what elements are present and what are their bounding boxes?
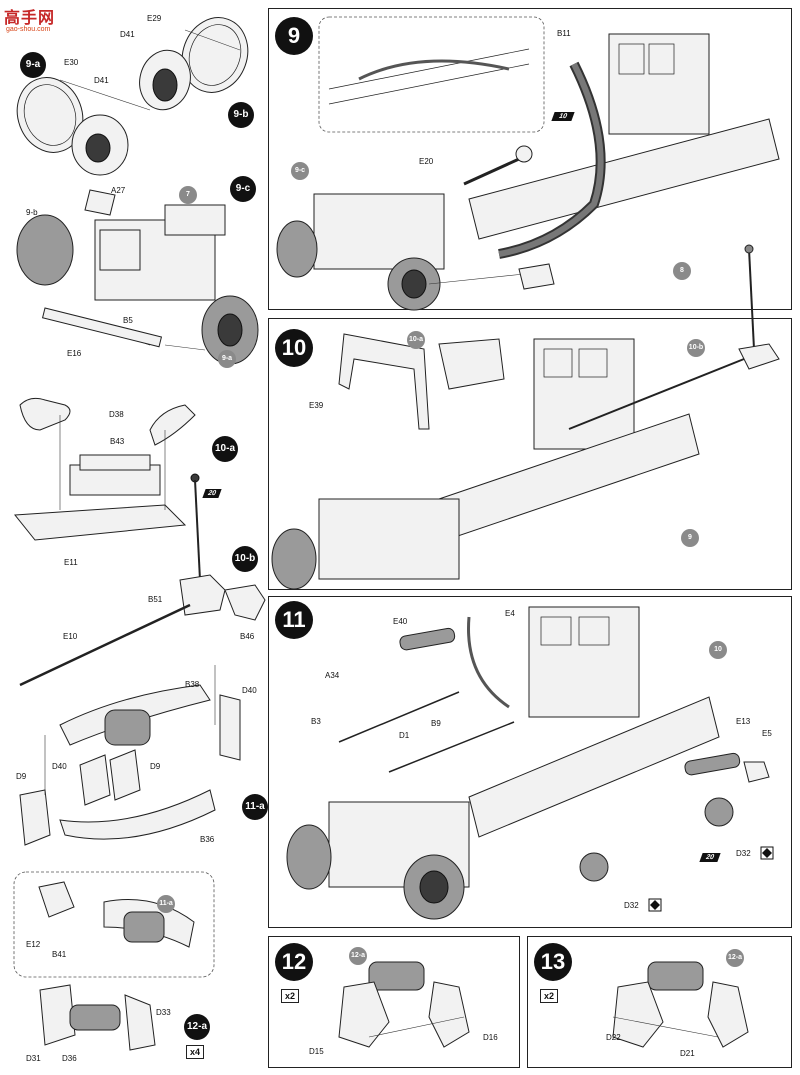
label-e40: E40	[393, 617, 408, 626]
label-b9: B9	[431, 719, 441, 728]
step-9-panel: 9 B11 E20 9-c 8 10	[268, 8, 792, 311]
label-e11: E11	[64, 558, 78, 567]
label-b51: B51	[148, 595, 163, 604]
label-d31: D31	[26, 1054, 41, 1063]
label-e39: E39	[309, 401, 324, 410]
arrow-ref-20-left: 20	[202, 489, 222, 498]
step-13-number: 13	[534, 943, 572, 981]
ref-9c: 9-c	[291, 162, 309, 180]
subassembly-9c-badge: 9-c	[230, 176, 256, 202]
lever-drawing-10b	[19, 473, 266, 687]
step-10-chassis-drawing	[271, 244, 780, 590]
ref-9a: 9-a	[218, 350, 236, 368]
label-d41-left: D41	[94, 76, 109, 85]
label-b11: B11	[557, 29, 571, 38]
label-e29: E29	[147, 14, 162, 23]
subassembly-9b-badge: 9-b	[228, 102, 254, 128]
ref-12a-step12: 12-a	[349, 947, 367, 965]
alignment-diamond-icon	[648, 898, 662, 912]
ref-8: 8	[673, 262, 691, 280]
arrow-ref-10: 10	[551, 112, 575, 121]
site-url: gao-shou.com	[6, 26, 51, 33]
label-e13: E13	[736, 717, 751, 726]
label-b46: B46	[240, 632, 255, 641]
label-d36: D36	[62, 1054, 77, 1063]
step-13-drawing	[612, 961, 749, 1048]
site-logo: 高手网	[4, 10, 56, 27]
step-9-number: 9	[275, 17, 313, 55]
step-12-panel: 12 x2 12-a D15 D16	[268, 936, 520, 1068]
bellows-drawing-12a	[39, 984, 156, 1051]
label-d15: D15	[309, 1047, 324, 1056]
step-12-drawing	[338, 961, 470, 1048]
subassembly-9a-badge: 9-a	[20, 52, 46, 78]
step-11-panel: 11 E40 E4 A34 B3 D1 B9 E13 E5 D32 D32 10…	[268, 596, 792, 928]
subassembly-10a-badge: 10-a	[212, 436, 238, 462]
label-e10: E10	[63, 632, 78, 641]
label-9b-ref: 9-b	[26, 208, 38, 217]
bracket-assembly-drawing-10a	[14, 397, 196, 541]
step-9-chassis-drawing	[276, 16, 780, 311]
ref-11a: 11-a	[157, 895, 175, 913]
label-a27: A27	[111, 186, 126, 195]
step-10-panel: 10 E39 10-a 10-b 9	[268, 244, 792, 590]
subassembly-10b-badge: 10-b	[232, 546, 258, 572]
subassembly-11a-preview	[13, 871, 215, 978]
label-d33: D33	[156, 1008, 171, 1017]
label-d21: D21	[680, 1049, 695, 1058]
ring-parts-drawing	[16, 17, 249, 176]
label-e4: E4	[505, 609, 515, 618]
label-d32-bottom: D32	[624, 901, 639, 910]
ref-10b: 10-b	[687, 339, 705, 357]
label-d41-top: D41	[120, 30, 135, 39]
ref-10a: 10-a	[407, 331, 425, 349]
label-d9-right: D9	[150, 762, 161, 771]
multiplier-13: x2	[540, 989, 559, 1003]
axle-assembly-drawing-11a	[19, 665, 241, 846]
label-b36: B36	[200, 835, 215, 844]
label-d40-left: D40	[52, 762, 67, 771]
label-b5: B5	[123, 316, 133, 325]
label-a34: A34	[325, 671, 340, 680]
label-e20: E20	[419, 157, 434, 166]
label-d16: D16	[483, 1033, 498, 1042]
label-d22: D22	[606, 1033, 621, 1042]
label-d1: D1	[399, 731, 410, 740]
ref-12a-step13: 12-a	[726, 949, 744, 967]
step-12-number: 12	[275, 943, 313, 981]
ref-10: 10	[709, 641, 727, 659]
label-d9-left: D9	[16, 772, 27, 781]
label-d38: D38	[109, 410, 124, 419]
label-d40-right: D40	[242, 686, 257, 695]
step-13-panel: 13 x2 12-a D22 D21	[527, 936, 792, 1068]
ref-step-7: 7	[179, 186, 197, 204]
multiplier-12a: x4	[186, 1045, 205, 1059]
engine-assembly-drawing-9c	[16, 189, 259, 365]
label-b41: B41	[52, 950, 67, 959]
label-e12: E12	[26, 940, 41, 949]
label-e16: E16	[67, 349, 82, 358]
label-d32-right: D32	[736, 849, 751, 858]
label-b3: B3	[311, 717, 321, 726]
label-e30: E30	[64, 58, 79, 67]
multiplier-12: x2	[281, 989, 300, 1003]
subassembly-11a-badge: 11-a	[242, 794, 268, 820]
ref-9: 9	[681, 529, 699, 547]
label-e5: E5	[762, 729, 772, 738]
step-11-number: 11	[275, 601, 313, 639]
subassembly-12a-badge: 12-a	[184, 1014, 210, 1040]
alignment-diamond-icon	[760, 846, 774, 860]
label-b43: B43	[110, 437, 125, 446]
arrow-ref-20-right: 20	[699, 853, 721, 862]
label-b38: B38	[185, 680, 200, 689]
step-10-number: 10	[275, 329, 313, 367]
step-11-chassis-drawing	[286, 606, 770, 920]
